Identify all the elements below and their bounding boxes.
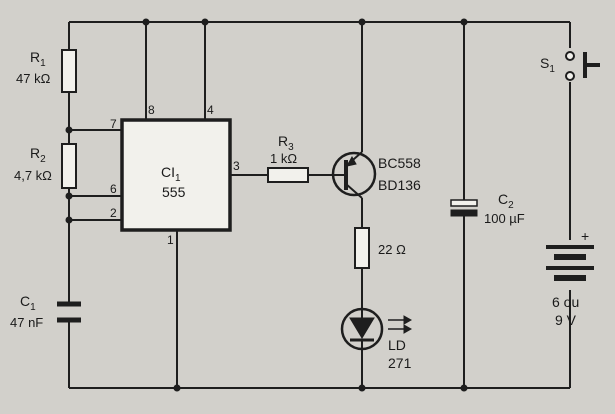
- battery-symbol: [546, 245, 594, 281]
- pin-2-label: 2: [110, 206, 117, 220]
- r1-ref: R1: [30, 49, 46, 69]
- junction-dot: [358, 18, 366, 26]
- capacitor-c2-plate-negative: [450, 209, 478, 217]
- transistor-pnp-symbol: [331, 140, 377, 208]
- c1-ref: C1: [20, 293, 36, 313]
- c2-ref: C2: [498, 191, 514, 211]
- junction-dot: [201, 18, 209, 26]
- junction-dot: [65, 126, 73, 134]
- led-part: 271: [388, 355, 412, 371]
- junction-dot: [65, 192, 73, 200]
- pin-4-label: 4: [207, 103, 214, 117]
- resistor-22ohm-symbol: [354, 227, 370, 269]
- junction-dots: [65, 18, 468, 392]
- r2-ref: R2: [30, 145, 46, 165]
- junction-dot: [142, 18, 150, 26]
- led-symbol: [340, 307, 413, 351]
- r2-value: 4,7 kΩ: [14, 168, 52, 183]
- r3-value: 1 kΩ: [270, 151, 297, 166]
- battery-voltage-line-2: 9 V: [555, 312, 577, 328]
- r4-value: 22 Ω: [378, 242, 406, 257]
- junction-dot: [460, 18, 468, 26]
- junction-dot: [358, 384, 366, 392]
- switch-s1-symbol: [565, 51, 600, 81]
- r3-ref: R3: [278, 133, 294, 153]
- c2-value: 100 µF: [484, 211, 525, 226]
- battery-voltage-line-1: 6 ou: [552, 294, 579, 310]
- pin-7-label: 7: [110, 117, 117, 131]
- switch-ref: S1: [540, 55, 555, 75]
- junction-dot: [65, 216, 73, 224]
- resistor-r1-symbol: [61, 49, 77, 93]
- transistor-model-2: BD136: [378, 177, 421, 193]
- wiring: [68, 21, 571, 389]
- resistor-r2-symbol: [61, 143, 77, 189]
- resistor-r3-symbol: [267, 167, 309, 183]
- transistor-model-1: BC558: [378, 155, 421, 171]
- ic-part: 555: [162, 184, 186, 200]
- led-ref: LD: [388, 337, 406, 353]
- junction-dot: [460, 384, 468, 392]
- pin-1-label: 1: [167, 233, 174, 247]
- pin-6-label: 6: [110, 182, 117, 196]
- junction-dot: [173, 384, 181, 392]
- c1-value: 47 nF: [10, 315, 43, 330]
- ic-555-body: [120, 118, 232, 232]
- pin-8-label: 8: [148, 103, 155, 117]
- battery-polarity: +: [581, 228, 589, 244]
- r1-value: 47 kΩ: [16, 71, 51, 86]
- capacitor-c2-plate-positive: [450, 199, 478, 207]
- pin-3-label: 3: [233, 159, 240, 173]
- ic-ref: CI1: [161, 164, 181, 184]
